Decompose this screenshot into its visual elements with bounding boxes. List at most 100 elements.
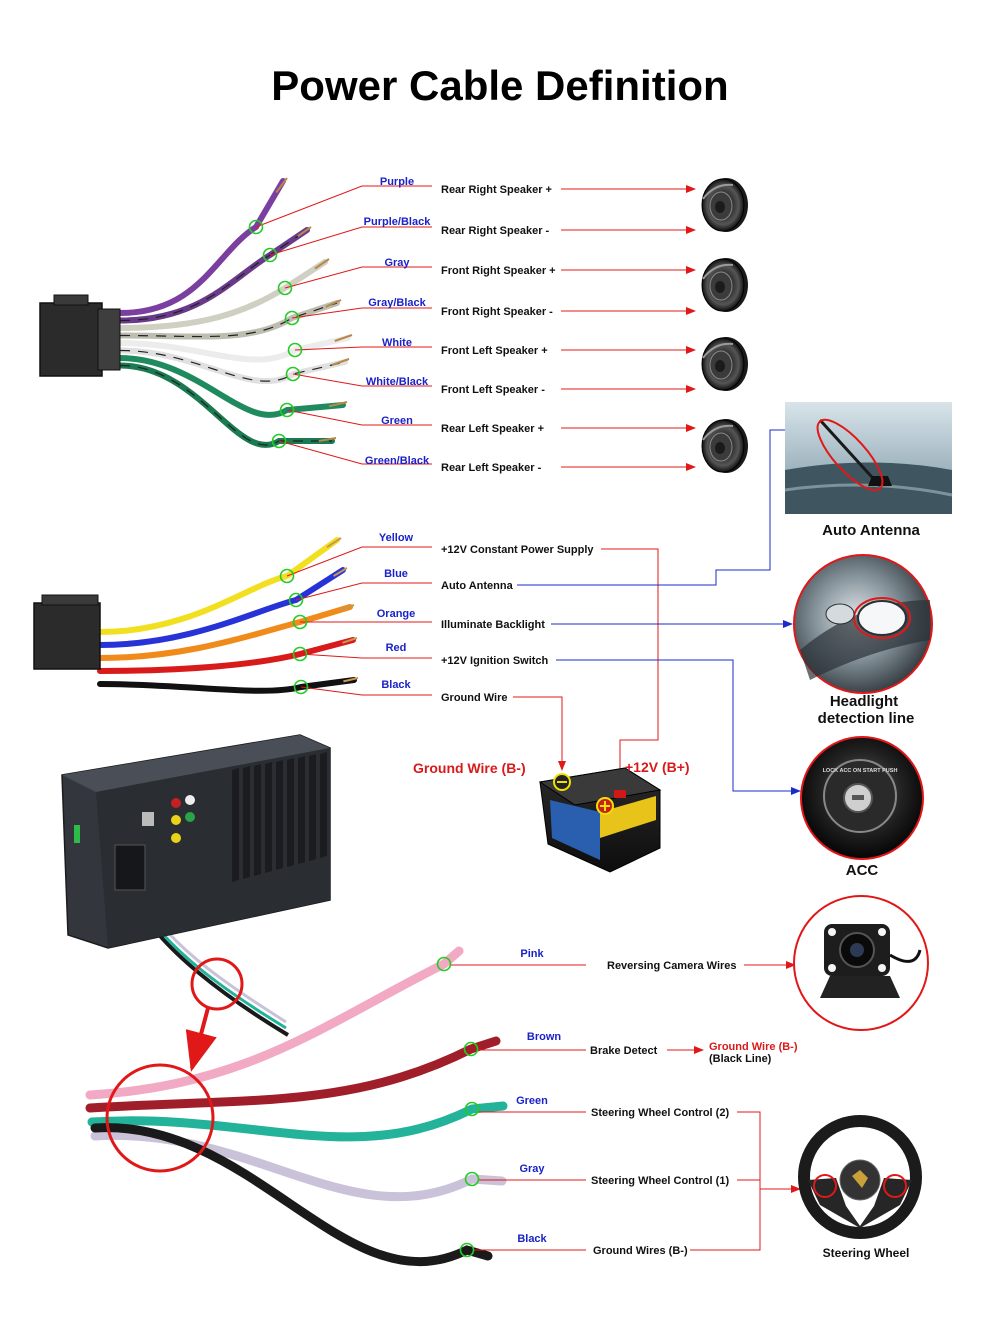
leader-line: [291, 307, 432, 319]
side-led: [74, 825, 80, 843]
extra-wire: [85, 1036, 501, 1113]
connection-marker: [277, 280, 293, 296]
leader-line: [284, 266, 432, 289]
speaker-icon: [701, 178, 748, 232]
wire-function-label: Rear Right Speaker -: [441, 225, 550, 237]
wire-function-label: Front Right Speaker -: [441, 306, 553, 318]
headlight-caption-2: detection line: [818, 710, 915, 727]
rca-yellow: [171, 815, 181, 825]
wire-strip: [314, 258, 330, 270]
car-battery: [538, 767, 662, 873]
rca-red: [171, 798, 181, 808]
extra-wire: [90, 1130, 507, 1202]
wire-function-label: Front Right Speaker +: [441, 265, 556, 277]
wire-color-label: Green/Black: [365, 455, 430, 467]
wire-function-label: Rear Right Speaker +: [441, 184, 552, 196]
power-connector-tab: [41, 594, 99, 606]
connection-marker: [248, 219, 264, 235]
wire-color-label: Pink: [520, 948, 544, 960]
battery-ground-line: [513, 696, 566, 771]
connection-marker: [288, 592, 304, 608]
wire-function-label: Rear Left Speaker +: [441, 423, 544, 435]
wire-strip: [333, 567, 348, 577]
speaker-dustcap: [715, 281, 725, 293]
camera-led: [878, 964, 886, 972]
battery-stripe: [600, 796, 656, 838]
steering-wheel-photo: [798, 1115, 922, 1239]
power-wire: [97, 567, 346, 648]
connection-marker: [464, 1101, 480, 1117]
speaker-wire: [117, 259, 328, 331]
camera-led: [878, 928, 886, 936]
leader-line: [286, 409, 432, 426]
speaker-icon: [701, 419, 748, 473]
heatsink-fin: [320, 752, 327, 858]
wire-strip: [318, 437, 337, 442]
wire-strip: [343, 677, 359, 683]
power-wire: [97, 537, 340, 635]
plus-icon: [600, 801, 610, 811]
reversing-camera-photo: [793, 895, 929, 1031]
head-unit: [61, 734, 331, 949]
wire-color-label: Purple/Black: [364, 216, 432, 228]
wire-function-label: Reversing Camera Wires: [607, 960, 737, 972]
battery-positive-label: +12V (B+): [625, 759, 690, 775]
wire-strip: [331, 358, 350, 366]
leader-line: [294, 346, 432, 351]
speaker-wire-stripe: [119, 229, 308, 322]
speaker-connector-tab: [53, 294, 89, 306]
wire-color-label: Gray: [519, 1163, 545, 1175]
leader-line: [299, 653, 432, 659]
connection-marker: [279, 568, 295, 584]
brake-note-2: (Black Line): [709, 1053, 772, 1065]
acc-caption: ACC: [846, 862, 879, 879]
camera-led: [828, 928, 836, 936]
wire-function-label: Auto Antenna: [441, 580, 514, 592]
wire-strip: [297, 226, 312, 238]
wire-function-label: Brake Detect: [590, 1045, 658, 1057]
steering-caption: Steering Wheel: [823, 1246, 910, 1260]
leader-line: [292, 373, 432, 387]
speaker-dustcap: [715, 360, 725, 372]
connection-marker: [293, 679, 309, 695]
speaker-highlight: [702, 424, 734, 441]
rca-yellow-2: [171, 833, 181, 843]
power-wire: [97, 637, 356, 674]
battery-ground-label: Ground Wire (B-): [413, 760, 526, 776]
wire-function-label: Ground Wire: [441, 692, 508, 704]
speaker-highlight: [702, 342, 734, 359]
power-wire: [97, 677, 357, 694]
leader-line: [255, 185, 432, 228]
speaker-icon: [701, 337, 748, 391]
wire-strip: [328, 401, 348, 408]
speaker-wire: [117, 355, 346, 418]
antenna-caption: Auto Antenna: [822, 522, 920, 539]
wire-color-label: White/Black: [366, 376, 429, 388]
connection-marker: [271, 433, 287, 449]
wire-color-label: Purple: [380, 176, 414, 188]
page-title: Power Cable Definition: [271, 62, 729, 109]
heatsink-fin: [254, 764, 261, 876]
speaker-wire-stripe: [119, 349, 346, 382]
wire-function-label: +12V Constant Power Supply: [441, 544, 594, 556]
camera-lens-glass: [850, 943, 864, 957]
wire-function-label: Ground Wires (B-): [593, 1245, 688, 1257]
heatsink-fin: [287, 758, 294, 867]
camera-led: [828, 964, 836, 972]
brake-note: Ground Wire (B-): [709, 1041, 798, 1053]
antenna-photo: [784, 402, 953, 514]
key-slot: [852, 795, 864, 800]
camera-mount: [820, 976, 900, 998]
heatsink-fin: [232, 768, 239, 882]
leader-line: [300, 686, 432, 696]
zoom-circle-large: [105, 1063, 215, 1173]
wire-function-label: Front Left Speaker +: [441, 345, 548, 357]
connection-marker: [287, 342, 303, 358]
steering-rim: [798, 1115, 922, 1239]
connection-marker: [292, 646, 308, 662]
speaker-connector-housing: [97, 308, 121, 371]
antenna-mast: [818, 418, 882, 488]
extra-wire: [90, 1123, 493, 1267]
wire-strip: [325, 299, 342, 308]
